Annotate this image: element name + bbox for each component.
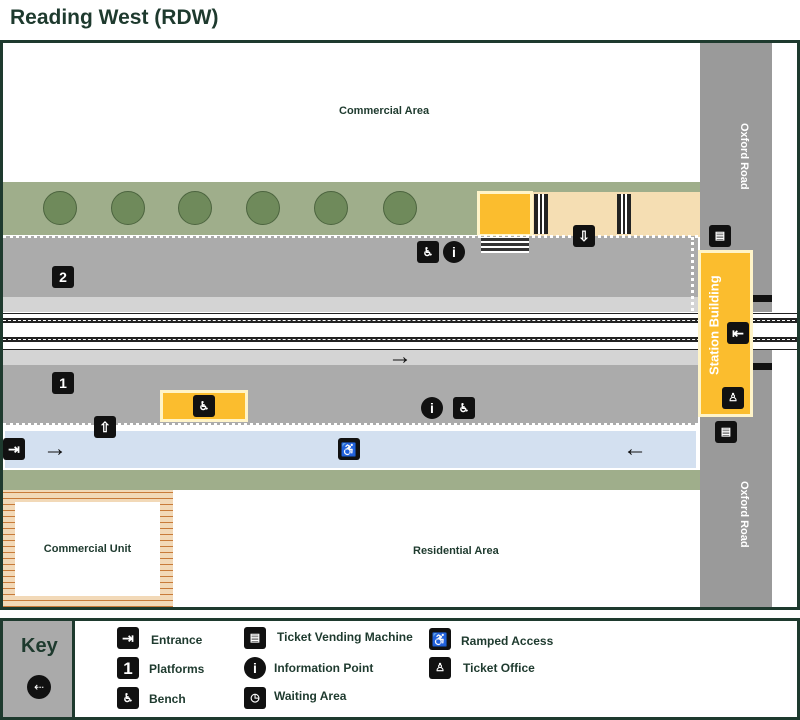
commercial-unit-inner: Commercial Unit [15,502,160,596]
arrow-right-icon: → [43,435,67,462]
platform-2-sign: 2 [52,266,74,288]
key-label-ramped-access: Ramped Access [461,634,554,648]
key-label-waiting-area: Waiting Area [274,689,347,703]
information-icon: i [421,397,443,419]
entrance-icon: ⇧ [94,416,116,438]
bridge-parapet [753,295,772,302]
tree-icon [111,191,145,225]
entrance-icon: ⇩ [573,225,595,247]
tree-icon [178,191,212,225]
ramped-access-icon: ♿ [338,438,360,460]
platform-1-sign: 1 [52,372,74,394]
gate [534,194,548,234]
rail-line [3,313,797,314]
platform-icon: 1 [117,657,139,679]
compass-icon: ⇠ [27,675,51,699]
gate [617,194,631,234]
platform-2-edge [3,297,698,312]
waiting-shelter [477,191,533,237]
ticket-office-icon: ♙ [722,387,744,409]
bench-seat [481,237,529,253]
track-up [3,318,797,323]
key-label-ticket-vending-machine: Ticket Vending Machine [277,630,413,644]
bridge-parapet [753,363,772,370]
bench-icon: ♿︎ [417,241,439,263]
tree-icon [43,191,77,225]
residential-area-label: Residential Area [413,545,499,557]
footpath [3,429,698,470]
commercial-unit-label: Commercial Unit [43,543,132,555]
arrow-left-icon: ← [623,435,647,462]
station-map: Commercial Area 2 ♿︎ i ⇩ → 1 ♿︎ i ♿︎ ⇧ ⇥… [0,40,800,610]
arrow-right-icon: → [388,343,412,370]
platform-1-edge [3,350,698,365]
oxford-road-label: Oxford Road [738,481,750,548]
page-title: Reading West (RDW) [10,6,219,29]
ticket-office-icon: ♙ [429,657,451,679]
entrance-icon: ⇥ [117,627,139,649]
key-title: Key [21,635,58,657]
key-label-ticket-office: Ticket Office [463,661,535,675]
entrance-icon[interactable]: ⇥ [3,438,25,460]
platform-1 [3,365,698,425]
tree-icon [246,191,280,225]
information-icon: i [244,657,266,679]
forecourt [531,192,700,237]
waiting-area-icon: ◷ [244,687,266,709]
key-label-platforms: Platforms [149,662,205,676]
rail-line [3,349,797,350]
tree-icon [314,191,348,225]
ticket-vending-machine-icon: ▤ [715,421,737,443]
key-label-entrance: Entrance [151,633,203,647]
information-icon: i [443,241,465,263]
tree-icon [383,191,417,225]
key-label-information-point: Information Point [274,661,374,675]
oxford-road-label: Oxford Road [738,123,750,190]
station-building-label: Station Building [706,275,722,375]
key-panel: Key ⇠ ⇥ Entrance 1 Platforms ♿︎ Bench ▤ … [0,618,800,720]
bench-icon: ♿︎ [193,395,215,417]
ticket-vending-machine-icon: ▤ [244,627,266,649]
ramped-access-icon: ♿ [429,628,451,650]
ticket-vending-machine-icon: ▤ [709,225,731,247]
bench-icon: ♿︎ [453,397,475,419]
platform-edge [3,235,698,238]
key-label-bench: Bench [149,692,186,706]
platform-edge [3,423,698,426]
track-down [3,337,797,342]
commercial-area-label: Commercial Area [339,105,430,117]
bench-icon: ♿︎ [117,687,139,709]
green-verge-south [3,470,700,490]
key-header: Key ⇠ [3,621,75,717]
entrance-icon[interactable]: ⇤ [727,322,749,344]
